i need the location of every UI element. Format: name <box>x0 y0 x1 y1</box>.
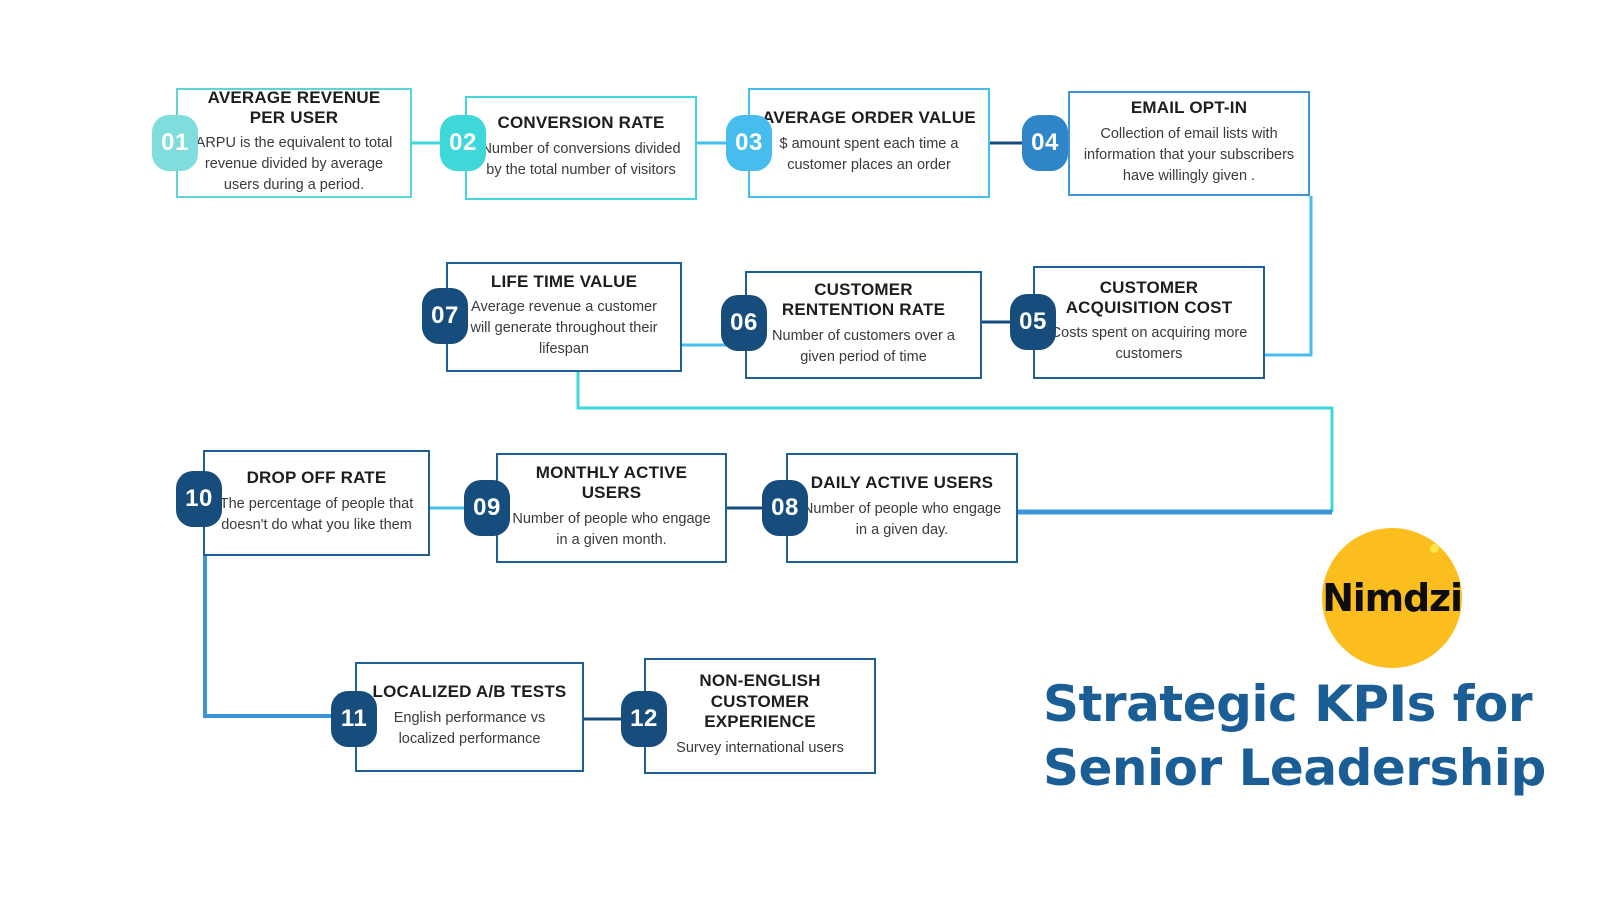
page-title-line-1: Strategic KPIs for <box>1043 675 1533 733</box>
nimdzi-wordmark: Nimdzi <box>1322 576 1463 620</box>
kpi-title-07: LIFE TIME VALUE <box>490 271 638 291</box>
kpi-number-02: 02 <box>449 129 477 156</box>
kpi-card-01[interactable]: AVERAGE REVENUE PER USER ARPU is the equ… <box>176 88 412 198</box>
kpi-description-06: Number of customers over a given period … <box>772 327 955 365</box>
page-title-line-2: Senior Leadership <box>1043 739 1546 797</box>
kpi-badge-01[interactable]: 01 <box>152 115 198 171</box>
kpi-number-04: 04 <box>1031 129 1059 156</box>
kpi-card-11[interactable]: LOCALIZED A/B TESTS English performance … <box>355 662 584 772</box>
kpi-title-08: DAILY ACTIVE USERS <box>810 473 994 493</box>
kpi-card-09[interactable]: MONTHLY ACTIVE USERS Number of people wh… <box>496 453 727 563</box>
kpi-title-06: CUSTOMER RENTENTION RATE <box>781 280 946 320</box>
logo-dot-icon <box>1430 544 1439 553</box>
kpi-card-10[interactable]: DROP OFF RATE The percentage of people t… <box>203 450 430 556</box>
kpi-badge-10[interactable]: 10 <box>176 471 222 527</box>
kpi-description-05: Costs spent on acquiring more customers <box>1050 325 1248 363</box>
connector-04-05 <box>1265 196 1313 357</box>
kpi-description-12: Survey international users <box>676 739 844 756</box>
kpi-title-12: NON-ENGLISH CUSTOMER EXPERIENCE <box>699 671 821 732</box>
kpi-description-02: Number of conversions divided by the tot… <box>481 140 681 178</box>
kpi-title-01: AVERAGE REVENUE PER USER <box>207 87 381 127</box>
connector-10-11 <box>203 556 356 718</box>
kpi-card-06[interactable]: CUSTOMER RENTENTION RATE Number of custo… <box>745 271 982 379</box>
kpi-title-09: MONTHLY ACTIVE USERS <box>535 463 688 503</box>
kpi-title-02: CONVERSION RATE <box>497 113 665 133</box>
kpi-badge-02[interactable]: 02 <box>440 115 486 171</box>
kpi-badge-07[interactable]: 07 <box>422 288 468 344</box>
kpi-title-10: DROP OFF RATE <box>246 468 387 488</box>
kpi-description-10: The percentage of people that doesn't do… <box>219 495 414 533</box>
kpi-number-09: 09 <box>473 494 501 521</box>
kpi-description-11: English performance vs localized perform… <box>393 709 546 747</box>
kpi-badge-12[interactable]: 12 <box>621 691 667 747</box>
kpi-number-08: 08 <box>771 494 799 521</box>
kpi-card-12[interactable]: NON-ENGLISH CUSTOMER EXPERIENCE Survey i… <box>644 658 876 774</box>
kpi-description-09: Number of people who engage in a given m… <box>512 510 711 548</box>
kpi-description-08: Number of people who engage in a given d… <box>802 500 1002 538</box>
kpi-card-02[interactable]: CONVERSION RATE Number of conversions di… <box>465 96 697 200</box>
kpi-number-05: 05 <box>1019 308 1047 335</box>
kpi-badge-04[interactable]: 04 <box>1022 115 1068 171</box>
kpi-badge-09[interactable]: 09 <box>464 480 510 536</box>
nimdzi-logo: Nimdzi <box>1322 528 1463 668</box>
kpi-title-05: CUSTOMER ACQUISITION COST <box>1065 277 1233 317</box>
kpi-badge-06[interactable]: 06 <box>721 295 767 351</box>
kpi-card-05[interactable]: CUSTOMER ACQUISITION COST Costs spent on… <box>1033 266 1265 379</box>
kpi-badge-08[interactable]: 08 <box>762 480 808 536</box>
kpi-number-12: 12 <box>630 705 658 732</box>
kpi-number-10: 10 <box>185 485 213 512</box>
kpi-description-07: Average revenue a customer will generate… <box>470 299 658 358</box>
kpi-title-11: LOCALIZED A/B TESTS <box>372 682 567 702</box>
kpi-number-01: 01 <box>161 129 189 156</box>
kpi-number-03: 03 <box>735 129 763 156</box>
kpi-card-03[interactable]: AVERAGE ORDER VALUE $ amount spent each … <box>748 88 990 198</box>
kpi-description-03: $ amount spent each time a customer plac… <box>779 135 959 173</box>
kpi-card-07[interactable]: LIFE TIME VALUE Average revenue a custom… <box>446 262 682 372</box>
kpi-card-04[interactable]: EMAIL OPT-IN Collection of email lists w… <box>1068 91 1310 196</box>
kpi-title-03: AVERAGE ORDER VALUE <box>762 108 976 128</box>
kpi-title-04: EMAIL OPT-IN <box>1130 98 1248 118</box>
kpi-description-04: Collection of email lists with informati… <box>1083 125 1295 184</box>
kpi-number-07: 07 <box>431 302 459 329</box>
kpi-badge-11[interactable]: 11 <box>331 691 377 747</box>
kpi-number-11: 11 <box>340 705 368 732</box>
kpi-card-08[interactable]: DAILY ACTIVE USERS Number of people who … <box>786 453 1018 563</box>
page-title: Strategic KPIs for Senior Leadership <box>1043 672 1563 800</box>
kpi-description-01: ARPU is the equivalent to total revenue … <box>195 135 393 194</box>
kpi-badge-03[interactable]: 03 <box>726 115 772 171</box>
kpi-badge-05[interactable]: 05 <box>1010 294 1056 350</box>
kpi-number-06: 06 <box>730 309 758 336</box>
